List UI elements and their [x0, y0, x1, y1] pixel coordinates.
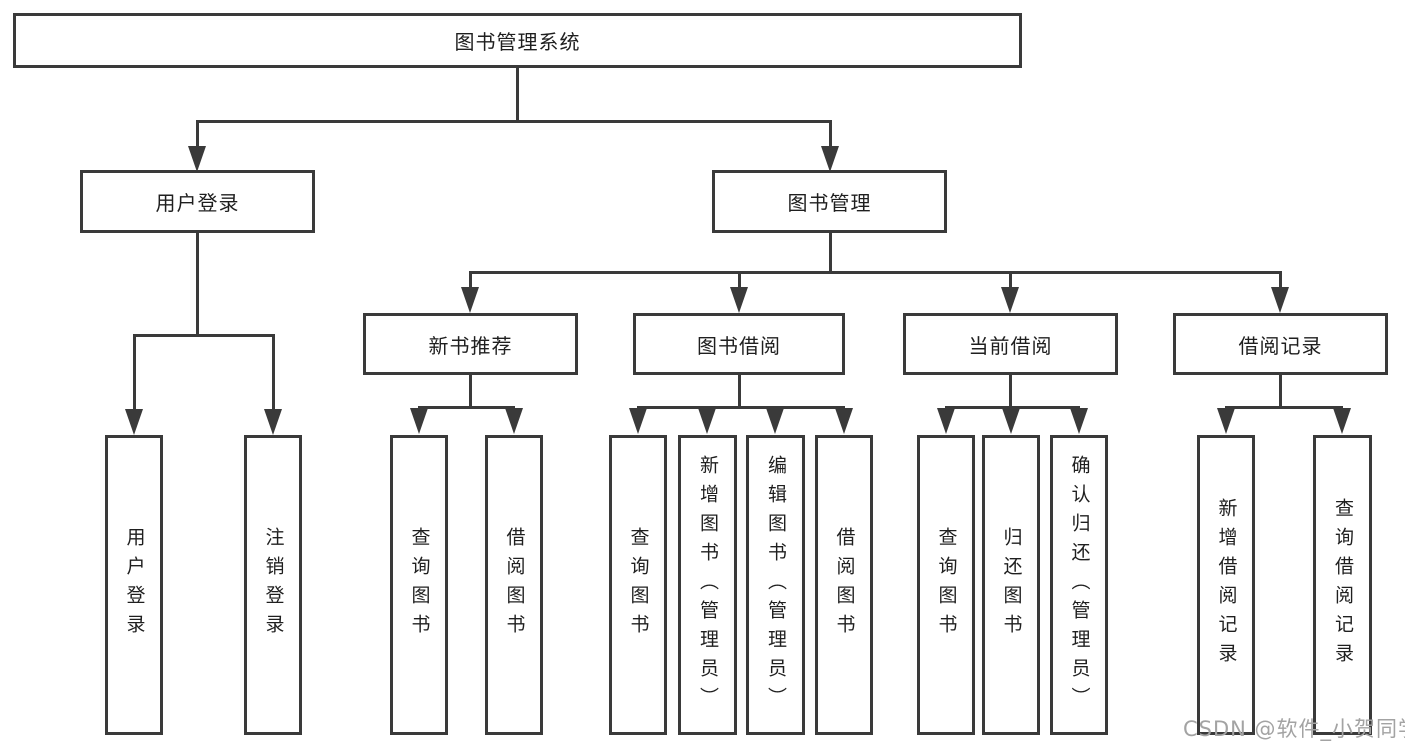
connector-line	[637, 406, 845, 409]
connector-line	[196, 233, 199, 336]
connector-line	[945, 406, 1080, 409]
node-label: 查询图书	[627, 527, 650, 643]
arrow-down-icon	[188, 146, 206, 172]
arrow-down-icon	[730, 287, 748, 313]
node-label: 图书借阅	[697, 333, 781, 358]
arrow-down-icon	[461, 287, 479, 313]
leaf-query-books-recommend: 查询图书	[390, 435, 448, 735]
node-current-borrowing: 当前借阅	[903, 313, 1118, 375]
leaf-query-books-borrowing: 查询图书	[609, 435, 667, 735]
connector-line	[133, 334, 136, 412]
arrow-down-icon	[505, 408, 523, 434]
leaf-edit-book-admin: 编辑图书（管理员）	[746, 435, 805, 735]
arrow-down-icon	[937, 408, 955, 434]
connector-line	[469, 271, 472, 291]
arrow-down-icon	[766, 408, 784, 434]
node-label: 查询图书	[935, 527, 958, 643]
leaf-borrow-books: 借阅图书	[815, 435, 873, 735]
leaf-query-borrow-record: 查询借阅记录	[1313, 435, 1372, 735]
leaf-return-book: 归还图书	[982, 435, 1040, 735]
connector-line	[516, 68, 519, 122]
node-label: 新增借阅记录	[1215, 498, 1238, 672]
node-borrowing-records: 借阅记录	[1173, 313, 1388, 375]
connector-line	[1225, 406, 1343, 409]
node-new-book-recommendation: 新书推荐	[363, 313, 578, 375]
connector-line	[738, 375, 741, 408]
arrow-down-icon	[1271, 287, 1289, 313]
node-user-login: 用户登录	[80, 170, 315, 233]
csdn-watermark: CSDN @软件_小贺同学	[1183, 717, 1405, 741]
arrow-down-icon	[1333, 408, 1351, 434]
connector-line	[829, 233, 832, 273]
node-label: 新增图书（管理员）	[697, 454, 719, 716]
arrow-down-icon	[410, 408, 428, 434]
node-label: 查询借阅记录	[1332, 498, 1354, 672]
node-label: 借阅图书	[503, 527, 526, 643]
arrow-down-icon	[1001, 287, 1019, 313]
node-label: 确认归还（管理员）	[1068, 454, 1091, 716]
node-label: 注销登录	[262, 527, 285, 643]
connector-line	[1009, 271, 1012, 291]
node-label: 归还图书	[1000, 527, 1023, 643]
connector-line	[196, 120, 199, 148]
leaf-user-login: 用户登录	[105, 435, 163, 735]
connector-line	[272, 334, 275, 412]
connector-line	[1009, 375, 1012, 408]
node-label: 借阅记录	[1238, 333, 1323, 358]
leaf-logout: 注销登录	[244, 435, 302, 735]
arrow-down-icon	[125, 409, 143, 435]
leaf-add-book-admin: 新增图书（管理员）	[678, 435, 737, 735]
arrow-down-icon	[1002, 408, 1020, 434]
arrow-down-icon	[821, 146, 839, 172]
node-label: 图书管理系统	[454, 30, 581, 54]
node-label: 编辑图书（管理员）	[765, 454, 787, 716]
arrow-down-icon	[629, 408, 647, 434]
arrow-down-icon	[698, 408, 716, 434]
leaf-query-books-current: 查询图书	[917, 435, 975, 735]
node-label: 查询图书	[408, 527, 431, 643]
connector-line	[196, 120, 832, 123]
node-label: 借阅图书	[833, 527, 856, 643]
connector-line	[1279, 271, 1282, 291]
arrow-down-icon	[835, 408, 853, 434]
connector-line	[469, 375, 472, 408]
node-book-borrowing: 图书借阅	[633, 313, 845, 375]
arrow-down-icon	[1070, 408, 1088, 434]
leaf-add-borrow-record: 新增借阅记录	[1197, 435, 1255, 735]
connector-line	[1279, 375, 1282, 408]
node-label: 当前借阅	[968, 333, 1053, 358]
leaf-borrow-books-recommend: 借阅图书	[485, 435, 543, 735]
connector-line	[829, 120, 832, 148]
node-book-management: 图书管理	[712, 170, 947, 233]
connector-line	[738, 271, 741, 291]
connector-line	[469, 271, 1281, 274]
arrow-down-icon	[1217, 408, 1235, 434]
node-label: 用户登录	[123, 527, 146, 643]
leaf-confirm-return-admin: 确认归还（管理员）	[1050, 435, 1108, 735]
arrow-down-icon	[264, 409, 282, 435]
node-label: 用户登录	[155, 191, 240, 215]
node-root-library-management-system: 图书管理系统	[13, 13, 1022, 68]
connector-line	[418, 406, 515, 409]
node-label: 图书管理	[787, 191, 872, 215]
connector-line	[133, 334, 274, 337]
node-label: 新书推荐	[428, 333, 513, 358]
